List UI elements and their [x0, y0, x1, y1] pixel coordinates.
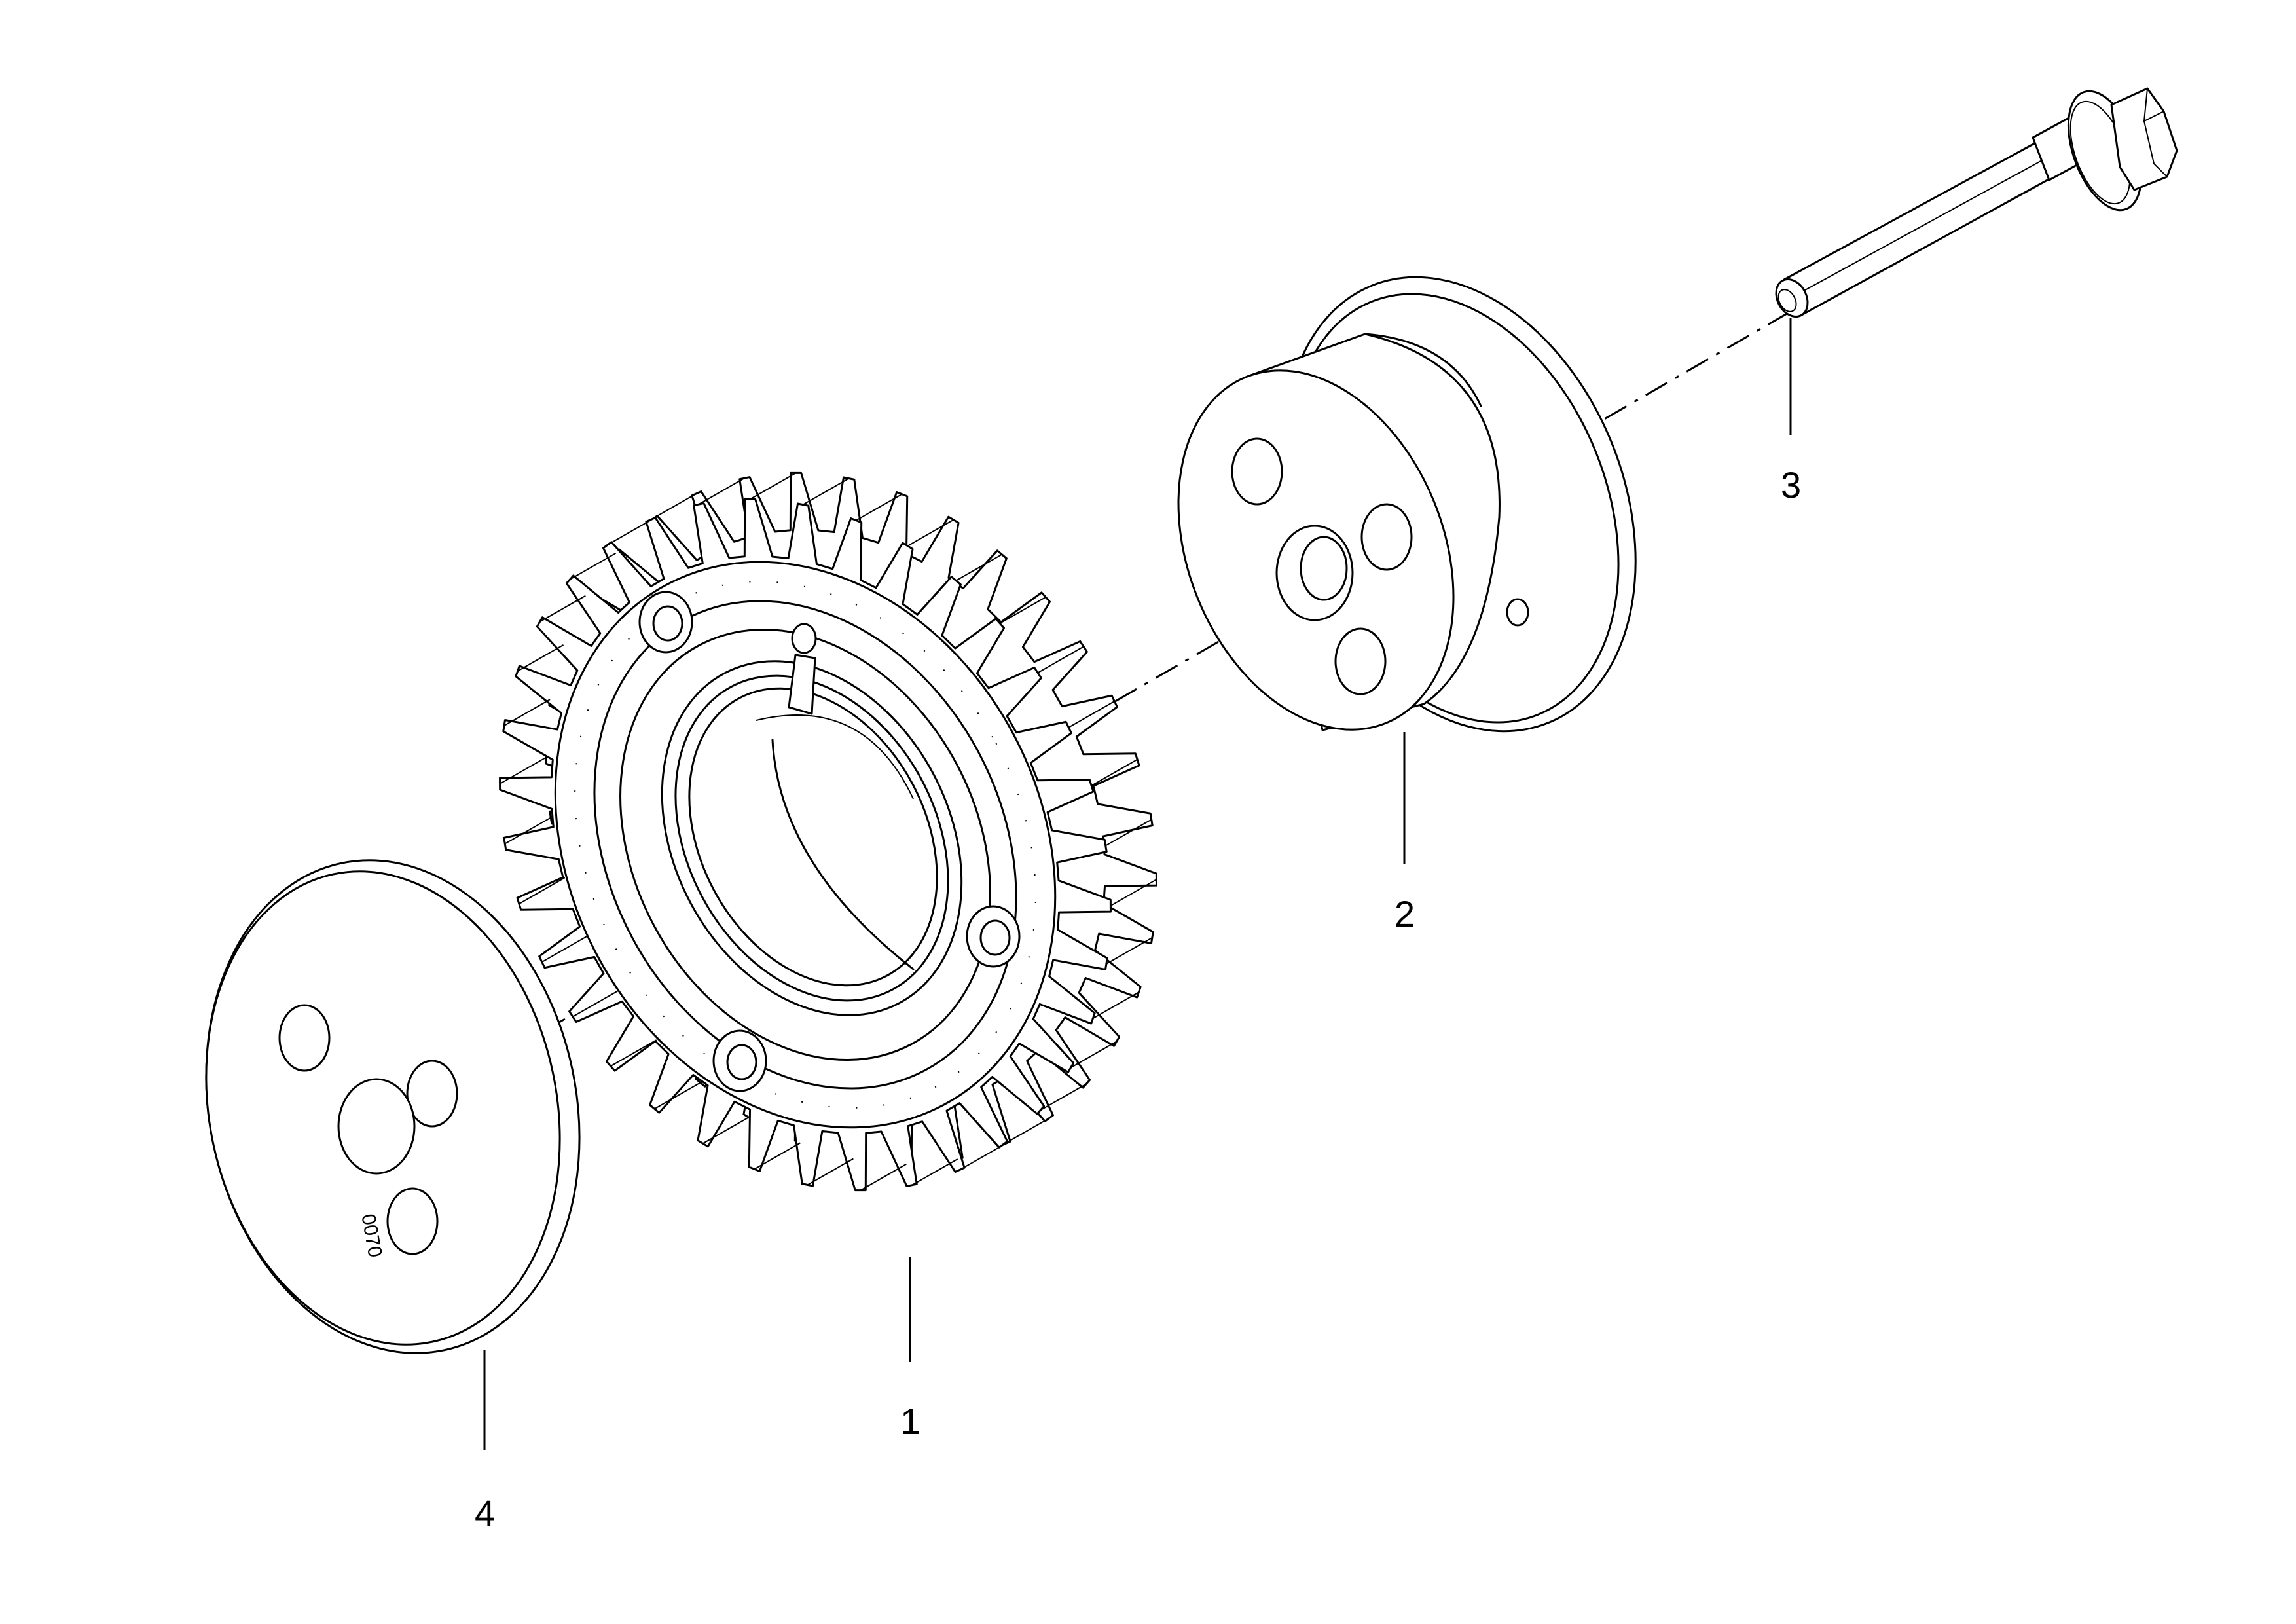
hub-spigot-inner — [1300, 536, 1348, 601]
gear-tooth-edge — [1037, 646, 1084, 674]
gear-tooth-edge — [860, 1163, 907, 1191]
gear-tooth-edge — [698, 477, 745, 505]
gear-tooth-edge — [1070, 1041, 1118, 1069]
callout-label-3: 3 — [1781, 464, 1801, 506]
bolt-shank — [1783, 139, 2057, 317]
gear-tooth-edge — [999, 597, 1046, 624]
gear-tooth-edge — [610, 1039, 657, 1067]
bolt-part-3 — [1775, 87, 2178, 318]
gear-tooth-edge — [856, 493, 903, 521]
gear-tooth-edge — [1110, 879, 1157, 906]
gear-tooth-edge — [1105, 819, 1152, 847]
callout-4: 4 — [475, 1350, 495, 1534]
plate-hole-top — [278, 1004, 331, 1072]
gear-tooth-edge — [907, 519, 954, 547]
gear-tooth-edge — [803, 477, 850, 506]
hub-hole-right — [1360, 503, 1413, 571]
gear-tooth-depth — [500, 472, 1157, 1191]
gear-tooth-edge — [1106, 936, 1153, 965]
gear-tooth-edge — [607, 518, 654, 546]
bolt-hex-edge-2 — [2143, 120, 2168, 177]
gear-keyway — [788, 654, 816, 715]
gear-tooth-edge — [650, 492, 697, 521]
hub-body-edge — [1364, 333, 1482, 407]
bolt-shank-line — [1791, 157, 2049, 298]
callout-label-4: 4 — [475, 1492, 495, 1534]
bolt-tip-chamfer — [1777, 289, 1797, 312]
gear-tooth-edge — [1092, 991, 1139, 1019]
callout-2: 2 — [1394, 732, 1415, 934]
gear-tooth-edge — [1091, 758, 1138, 786]
hub-part-2 — [1177, 276, 1637, 733]
gear-bore-inner-back — [756, 714, 914, 800]
gear-tooth-edge — [503, 699, 551, 727]
gear-tooth-edge — [959, 1143, 1006, 1171]
plate-hole-bottom — [386, 1187, 439, 1255]
gear-bolt-hole-bottom — [712, 1029, 767, 1092]
gear-dowel-hole — [791, 623, 817, 654]
hub-side-pin-hole — [1506, 598, 1529, 627]
hub-hole-bottom — [1334, 627, 1387, 695]
bolt-tip — [1775, 278, 1809, 318]
plate-hole-right — [406, 1060, 458, 1128]
bolt-hex-head — [2110, 87, 2178, 191]
gear-tooth-edge — [1068, 700, 1115, 728]
plate-hole-center — [337, 1078, 416, 1175]
gear-tooth-edge — [911, 1158, 958, 1186]
callout-1: 1 — [900, 1257, 920, 1442]
gear-face-detail-ring — [574, 581, 1036, 1109]
callout-3: 3 — [1781, 318, 1801, 506]
gear-tooth-edge — [702, 1116, 750, 1145]
gear-tooth-edge — [807, 1158, 854, 1186]
gear-tooth-edge — [500, 757, 547, 784]
gear-bolt-hole-right — [966, 905, 1021, 968]
gear-tooth-edge — [955, 553, 1002, 581]
gear-bore-edge — [674, 674, 949, 1002]
gear-part-1 — [499, 471, 1157, 1192]
gear-tooth-edge — [570, 552, 617, 580]
gear-bore — [688, 687, 938, 987]
gear-bolt-hole-top — [638, 591, 693, 654]
gear-tooth-edge — [654, 1082, 701, 1110]
gear-tooth-edge — [1040, 1083, 1087, 1111]
gear-tooth-edge — [750, 472, 797, 500]
callout-label-2: 2 — [1394, 893, 1415, 934]
hub-hole-top-left — [1231, 437, 1283, 506]
gear-tooth-edge — [539, 595, 586, 623]
gear-bore-rim — [661, 660, 963, 1016]
gear-tooth-edge — [572, 989, 619, 1018]
gear-hub-ring-inner — [619, 628, 991, 1061]
plate-part-4: 0070 — [205, 859, 581, 1354]
gear-tooth-edge — [517, 644, 564, 672]
gear-tooth-edge — [1002, 1117, 1049, 1145]
gear-tooth-edge — [519, 877, 566, 905]
callout-label-1: 1 — [900, 1401, 920, 1442]
gear-tooth-edge — [541, 935, 589, 963]
gear-tooth-edge — [754, 1142, 801, 1170]
gear-tooth-edge — [504, 817, 551, 845]
gear-bore-inner-wall — [771, 739, 915, 970]
